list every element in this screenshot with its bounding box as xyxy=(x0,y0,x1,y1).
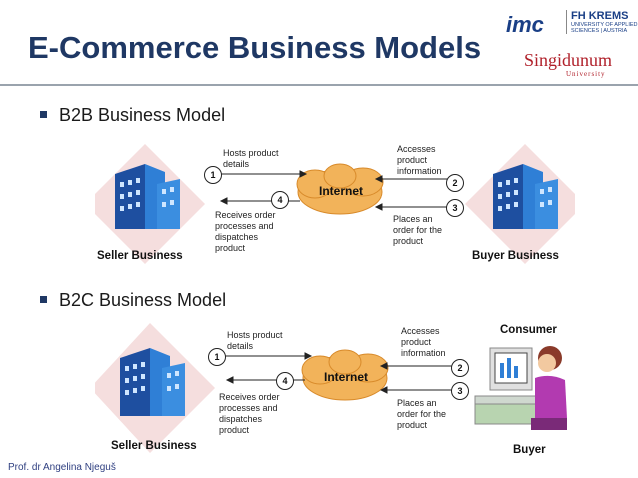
step1-text: Hosts product details xyxy=(223,148,279,169)
step-number: 2 xyxy=(446,174,464,192)
step-number: 2 xyxy=(451,359,469,377)
step1-text: Hosts product details xyxy=(227,330,283,351)
author-footer: Prof. dr Angelina Njeguš xyxy=(8,462,116,473)
internet-cloud-icon xyxy=(296,163,384,215)
step3-text: Places an order for the product xyxy=(393,214,443,246)
b2b-graphics xyxy=(95,144,575,264)
bullet-b2c: B2C Business Model xyxy=(40,290,226,311)
step4-text: Receives order processes and dispatches … xyxy=(215,210,276,253)
internet-cloud-icon xyxy=(301,349,389,401)
step-number: 1 xyxy=(204,166,222,184)
step3-text: Places an order for the product xyxy=(397,398,447,430)
buyer-building-icon xyxy=(493,164,558,229)
consumer-person-icon xyxy=(474,346,567,430)
step-number: 3 xyxy=(446,199,464,217)
bullet-b2b: B2B Business Model xyxy=(40,105,225,126)
seller-building-icon xyxy=(115,164,180,229)
bullet-icon xyxy=(40,111,47,118)
singidunum-logo: Singidunum xyxy=(524,50,613,70)
buyer-label: Buyer xyxy=(513,444,546,456)
step-number: 4 xyxy=(276,372,294,390)
internet-label: Internet xyxy=(324,370,369,384)
seller-business-label: Seller Business xyxy=(97,250,183,262)
step-number: 4 xyxy=(271,191,289,209)
slide-title: E-Commerce Business Models xyxy=(28,30,482,65)
step-number: 3 xyxy=(451,382,469,400)
b2c-graphics xyxy=(95,323,567,453)
internet-label: Internet xyxy=(319,184,364,198)
title-divider xyxy=(0,84,638,86)
seller-business-label: Seller Business xyxy=(111,440,197,452)
step-number: 1 xyxy=(208,348,226,366)
fh-krems-logo: FH KREMS UNIVERSITY OF APPLIED SCIENCES … xyxy=(566,10,638,34)
consumer-label: Consumer xyxy=(500,324,557,336)
step4-text: Receives order processes and dispatches … xyxy=(219,392,280,435)
b2c-diagram: 1 4 2 3 Internet Hosts product details A… xyxy=(95,318,575,456)
bullet-icon xyxy=(40,296,47,303)
university-label: University xyxy=(566,70,606,78)
seller-building-icon xyxy=(120,348,185,416)
buyer-business-label: Buyer Business xyxy=(472,250,559,262)
logos: imc FH KREMS UNIVERSITY OF APPLIED SCIEN… xyxy=(496,6,638,80)
b2b-diagram: 1 4 2 3 Internet Hosts product details A… xyxy=(95,134,575,269)
step2-text: Accesses product information xyxy=(401,326,446,358)
imc-logo: imc xyxy=(506,12,544,37)
step2-text: Accesses product information xyxy=(397,144,442,176)
